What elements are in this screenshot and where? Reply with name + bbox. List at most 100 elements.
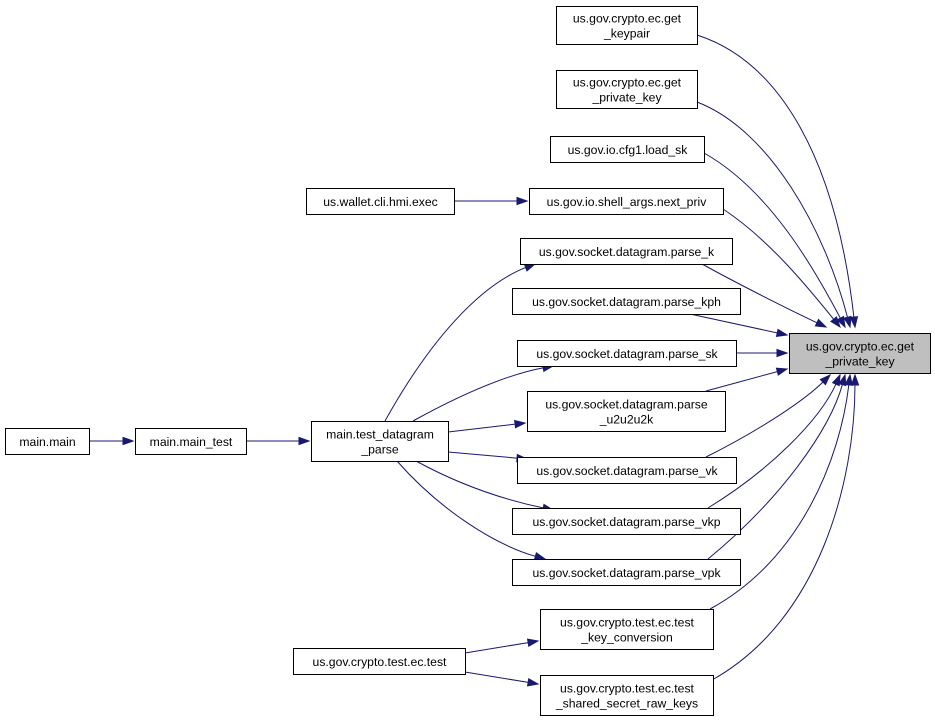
edge-line	[415, 460, 545, 509]
node-parse-kph[interactable]: us.gov.socket.datagram.parse_kph	[512, 288, 741, 315]
node-label-line: main.test_datagram	[326, 428, 434, 442]
node-box	[517, 457, 737, 484]
node-parse-vk[interactable]: us.gov.socket.datagram.parse_vk	[517, 457, 737, 484]
node-test-shared-secret[interactable]: us.gov.crypto.test.ec.test_shared_secret…	[540, 675, 714, 716]
node-next-priv[interactable]: us.gov.io.shell_args.next_priv	[529, 188, 724, 215]
node-box	[311, 421, 449, 462]
edge-line	[703, 152, 842, 320]
arrowhead	[775, 367, 789, 376]
node-label-line: _parse	[360, 443, 398, 457]
edge-hmi_exec-to-next_priv	[454, 196, 529, 206]
edge-main_test-to-test_datagram_parse	[246, 436, 311, 446]
edge-test_datagram_parse-to-parse_vk	[447, 451, 529, 463]
node-main-test[interactable]: main.main_test	[135, 428, 247, 455]
edge-line	[464, 641, 530, 654]
edge-load_sk-to-get_private_key	[703, 152, 846, 329]
node-box	[517, 340, 737, 367]
edge-line	[696, 101, 849, 319]
arrowhead	[850, 373, 860, 386]
node-label-line: us.gov.socket.datagram.parse	[545, 398, 708, 412]
edge-parse_u2u2u2k-to-get_private_key	[705, 367, 789, 392]
node-load-sk[interactable]: us.gov.io.cfg1.load_sk	[550, 136, 705, 163]
arrowhead	[849, 316, 859, 329]
edge-line	[711, 383, 856, 681]
node-ec-test[interactable]: us.gov.crypto.test.ec.test	[293, 648, 466, 675]
arrowhead	[819, 373, 832, 386]
node-label-line: us.gov.crypto.ec.get	[806, 340, 915, 354]
edge-line	[384, 266, 527, 422]
arrowhead	[831, 373, 841, 387]
node-test-key-conversion[interactable]: us.gov.crypto.test.ec.test_key_conversio…	[540, 609, 714, 650]
node-parse-sk[interactable]: us.gov.socket.datagram.parse_sk	[517, 340, 737, 367]
arrowhead	[526, 678, 540, 687]
arrowhead	[775, 328, 789, 337]
node-get-keypair[interactable]: us.gov.crypto.ec.get_keypair	[556, 6, 698, 45]
node-parse-u2u2u2k[interactable]: us.gov.socket.datagram.parse_u2u2u2k	[527, 391, 726, 432]
edge-main_main-to-main_test	[89, 436, 135, 446]
arrowhead	[830, 316, 841, 329]
edge-line	[689, 313, 779, 334]
edge-test_datagram_parse-to-parse_u2u2u2k	[447, 419, 527, 433]
node-label-line: us.wallet.cli.hmi.exec	[323, 195, 437, 209]
node-box	[512, 508, 741, 535]
edge-ec_test-to-test_key_conversion	[464, 638, 540, 654]
node-label-line: _private_key	[824, 355, 895, 369]
edge-test_shared_secret-to-get_private_key	[711, 373, 860, 681]
edge-parse_sk-to-get_private_key	[736, 348, 789, 358]
edge-line	[722, 208, 835, 321]
edges-layer	[89, 34, 860, 687]
node-label-line: main.main_test	[150, 435, 233, 449]
node-box	[512, 559, 741, 586]
arrowhead	[523, 263, 537, 272]
node-parse-vkp[interactable]: us.gov.socket.datagram.parse_vkp	[512, 508, 741, 535]
edge-parse_kph-to-get_private_key	[689, 313, 789, 337]
node-label-line: main.main	[19, 435, 75, 449]
edge-line	[705, 381, 824, 458]
node-box	[527, 391, 726, 432]
node-box	[540, 675, 714, 716]
arrowhead	[298, 436, 311, 446]
arrowhead	[122, 436, 135, 446]
arrowhead	[776, 348, 789, 358]
edge-get_private_key_caller-to-get_private_key	[696, 101, 852, 329]
node-box	[512, 288, 741, 315]
node-get-private-key-caller[interactable]: us.gov.crypto.ec.get_private_key	[556, 70, 698, 109]
edge-parse_vpk-to-get_private_key	[707, 373, 847, 560]
nodes-layer: us.gov.crypto.ec.get_keypair us.gov.crypt…	[5, 6, 931, 716]
node-label-line: us.gov.socket.datagram.parse_k	[539, 245, 715, 259]
node-main-main[interactable]: main.main	[5, 428, 90, 455]
node-parse-k[interactable]: us.gov.socket.datagram.parse_k	[520, 238, 733, 265]
node-box	[135, 428, 247, 455]
arrowhead	[516, 196, 529, 206]
edge-test_key_conversion-to-get_private_key	[709, 373, 854, 610]
focus-node-box	[789, 333, 931, 374]
node-get-private-key[interactable]: us.gov.crypto.ec.get_private_key	[789, 333, 931, 374]
node-box	[550, 136, 705, 163]
node-test-datagram-parse[interactable]: main.test_datagram_parse	[311, 421, 449, 462]
node-box	[556, 70, 698, 109]
node-box	[529, 188, 724, 215]
edge-line	[701, 263, 819, 324]
arrowhead	[836, 315, 846, 329]
node-box	[5, 428, 90, 455]
node-label-line: _u2u2u2k	[599, 413, 654, 427]
node-label-line: us.gov.socket.datagram.parse_vpk	[532, 566, 721, 580]
edge-line	[705, 370, 779, 392]
edge-line	[696, 34, 855, 319]
node-hmi-exec[interactable]: us.wallet.cli.hmi.exec	[306, 188, 455, 215]
edge-parse_vk-to-get_private_key	[705, 373, 832, 458]
node-label-line: us.gov.crypto.ec.get	[573, 76, 682, 90]
arrowhead	[514, 419, 527, 429]
node-box	[556, 6, 698, 45]
node-label-line: us.gov.socket.datagram.parse_vkp	[532, 515, 720, 529]
edge-line	[447, 451, 519, 459]
node-label-line: us.gov.socket.datagram.parse_vk	[536, 464, 718, 478]
node-label-line: _key_conversion	[580, 631, 672, 645]
edge-parse_k-to-get_private_key	[701, 263, 828, 328]
edge-ec_test-to-test_shared_secret	[464, 671, 540, 687]
node-label-line: us.gov.io.shell_args.next_priv	[547, 195, 708, 209]
node-label-line: us.gov.crypto.test.ec.test	[313, 655, 448, 669]
edge-next_priv-to-get_private_key	[722, 208, 841, 329]
node-parse-vpk[interactable]: us.gov.socket.datagram.parse_vpk	[512, 559, 741, 586]
